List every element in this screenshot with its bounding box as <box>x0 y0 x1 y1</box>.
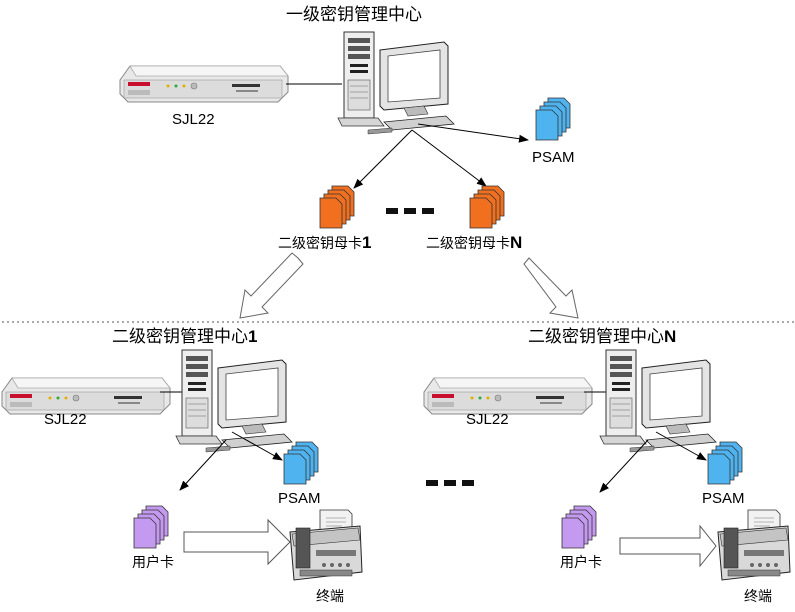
hsm-device-icon <box>1 377 171 415</box>
left-hsm-label: SJL22 <box>44 411 87 428</box>
left-user-card-label: 用户卡 <box>132 555 174 571</box>
terminal-icon <box>717 509 791 581</box>
psam-cards-icon <box>707 441 743 485</box>
hsm-device-icon <box>119 65 289 103</box>
top-ellipsis-dots <box>386 208 434 214</box>
mother-card-1-label: 二级密钥母卡1 <box>278 233 372 252</box>
right-psam-label: PSAM <box>702 490 745 507</box>
computer-icon <box>175 349 293 453</box>
terminal-icon <box>289 509 363 581</box>
psam-cards-icon <box>283 441 319 485</box>
hollow-arrow-to-terminal <box>619 524 717 568</box>
arrow-to-mother-card-n <box>411 129 487 187</box>
left-terminal-label: 终端 <box>316 589 344 605</box>
mother-card-1-icon <box>319 185 355 229</box>
right-center-title: 二级密钥管理中心N <box>528 327 677 347</box>
right-hsm-label: SJL22 <box>466 411 509 428</box>
left-center-title: 二级密钥管理中心1 <box>112 327 258 347</box>
right-terminal-label: 终端 <box>744 589 772 605</box>
mother-card-n-label: 二级密钥母卡N <box>426 233 523 252</box>
arrow-to-psam <box>417 123 529 143</box>
hsm-device-icon <box>423 377 593 415</box>
arrow-to-psam <box>655 431 707 461</box>
arrow-to-mother-card-1 <box>353 129 413 189</box>
hollow-arrow-right <box>523 257 579 319</box>
top-center-title: 一级密钥管理中心 <box>286 5 422 25</box>
computer-icon <box>337 31 455 135</box>
arrow-to-user-card <box>599 439 649 493</box>
user-card-icon <box>133 505 169 549</box>
user-card-icon <box>561 505 597 549</box>
arrow-to-psam <box>231 431 283 461</box>
mother-card-n-icon <box>469 185 505 229</box>
top-psam-label: PSAM <box>532 149 575 166</box>
arrow-to-user-card <box>179 439 227 491</box>
psam-cards-icon <box>535 97 571 141</box>
right-user-card-label: 用户卡 <box>560 555 602 571</box>
ellipsis-dots <box>426 480 474 486</box>
left-psam-label: PSAM <box>278 490 321 507</box>
hollow-arrow-to-terminal <box>183 518 291 566</box>
hollow-arrow-left <box>239 252 304 319</box>
computer-icon <box>599 349 717 453</box>
top-hsm-label: SJL22 <box>172 111 215 128</box>
